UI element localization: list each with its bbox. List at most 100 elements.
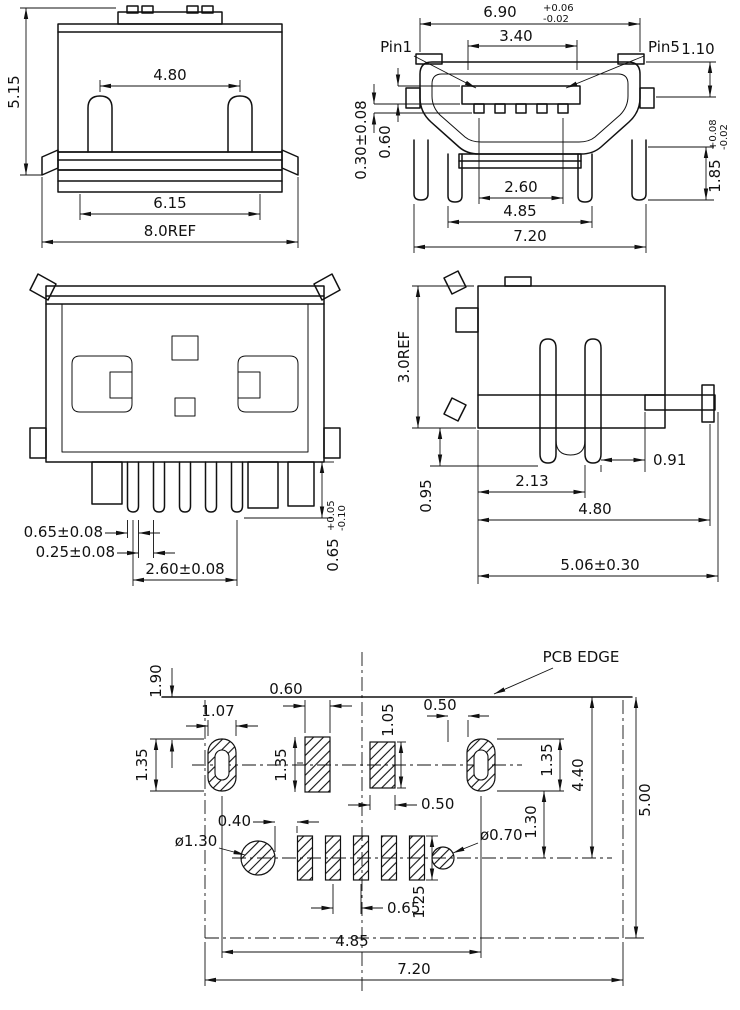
dim-rect-pad-height: 1.35	[272, 748, 290, 781]
dim-overall-depth: 5.06±0.30	[560, 556, 639, 574]
dim-shell-height-tol-dn: -0.02	[719, 124, 730, 150]
pcb-edge-leader	[493, 667, 554, 695]
side-view-part	[443, 270, 716, 464]
bottom-view-dims: 0.65±0.08 0.25±0.08 2.60±0.08 0.65 +0.05…	[24, 461, 348, 586]
terminal-pin-4	[204, 461, 218, 513]
latch-cutout-right	[237, 355, 299, 413]
left-post	[87, 95, 113, 153]
dim-gap-top: 0.50	[423, 696, 456, 714]
hole-left	[240, 840, 276, 876]
hole-right-leader	[452, 842, 479, 854]
dim-leg-span: 4.85	[503, 202, 536, 220]
terminal-pin-5	[230, 461, 244, 513]
dim-pin-length-tol-dn: -0.10	[337, 505, 348, 531]
dim-shell-height-tol-up: +0.08	[708, 119, 719, 150]
signal-pad-1	[296, 835, 314, 881]
pcb-dims: 1.90 1.35 1.07 0.60 1.35 1.05 0.50 1.35	[133, 664, 654, 986]
front-view-part	[405, 53, 655, 203]
signal-pad-3	[352, 835, 370, 881]
side-tab-top	[443, 270, 467, 295]
dim-bottom-pin-span: 2.60±0.08	[145, 560, 224, 578]
tongue	[461, 85, 581, 105]
dim-post-spacing: 4.80	[153, 66, 186, 84]
top-view-part	[41, 5, 299, 193]
dim-oval-height-left: 1.35	[133, 748, 151, 781]
bottom-view-part	[29, 273, 341, 513]
smt-foot	[644, 394, 716, 411]
dim-pin-width: 0.65±0.08	[24, 523, 103, 541]
dim-leg-offset: 2.13	[515, 472, 548, 490]
dim-rect-pad2-height: 1.05	[379, 703, 397, 736]
dim-hole-left-dia: ø1.30	[175, 832, 218, 850]
dim-oval-height-right: 1.35	[538, 743, 556, 776]
left-wing	[41, 149, 59, 176]
contact-leg-2	[584, 338, 602, 464]
inner-left-leg	[447, 153, 463, 203]
rear-pin	[701, 384, 715, 423]
dim-oval-width: 1.07	[201, 702, 234, 720]
dim-row-gap: 1.30	[522, 805, 540, 838]
dim-edge-to-outline: 5.00	[636, 783, 654, 816]
pcb-edge-label: PCB EDGE	[543, 648, 620, 666]
side-view: 3.0REF 0.95 2.13 0.91 4.80 5.06±0.30	[395, 270, 719, 584]
side-view-dims: 3.0REF 0.95 2.13 0.91 4.80 5.06±0.30	[395, 285, 719, 584]
dim-hole-gap: 0.40	[218, 812, 251, 830]
pin1-label: Pin1	[380, 38, 412, 56]
pin1-leader	[413, 55, 477, 89]
dim-depth-to-pin: 4.80	[578, 500, 611, 518]
dim-hole-right-dia: ø0.70	[480, 826, 523, 844]
terminal-pin-1	[126, 461, 140, 513]
dim-shell-width: 6.90	[483, 3, 516, 21]
dim-inner-width: 6.15	[153, 194, 186, 212]
terminal-pin-2	[152, 461, 166, 513]
dim-pin-length-group: 0.65 +0.05 -0.10	[324, 500, 348, 571]
dim-outline-width: 7.20	[397, 960, 430, 978]
dim-shell-height: 1.85	[706, 159, 724, 192]
dim-body-height: 3.0REF	[395, 331, 413, 383]
dim-pin-height: 0.60	[376, 125, 394, 158]
dim-pin-span: 2.60	[504, 178, 537, 196]
right-post	[227, 95, 253, 153]
u-pocket	[555, 427, 586, 456]
dim-overall-height: 5.15	[5, 75, 23, 108]
dim-overall-width: 8.0REF	[144, 222, 196, 240]
dim-pad2-width: 0.50	[421, 795, 454, 813]
dim-front-overall-width: 7.20	[513, 227, 546, 245]
latch-cutout-left	[71, 355, 133, 413]
corner-tab-right	[313, 273, 341, 301]
front-view-dims: 6.90 +0.06 -0.02 3.40 Pin1 Pin5 1.10 0.3…	[352, 3, 730, 253]
dim-pad-height: 1.25	[410, 885, 428, 918]
dim-edge-to-pad: 1.90	[147, 664, 165, 697]
dim-pin-length: 0.65	[324, 538, 342, 571]
pcb-pads	[207, 736, 496, 881]
top-view-dims: 5.15 4.80 6.15 8.0REF	[5, 7, 299, 248]
inner-right-leg	[577, 153, 593, 203]
pin5-label: Pin5	[648, 38, 680, 56]
dim-top-offset: 1.10	[681, 40, 714, 58]
dim-pin-length-tol-up: +0.05	[326, 500, 337, 531]
hole-right	[431, 846, 455, 870]
signal-pad-5	[408, 835, 426, 881]
outer-right-leg	[631, 139, 647, 201]
corner-tab-left	[29, 273, 57, 301]
dim-opening-width: 3.40	[499, 27, 532, 45]
dim-pin-offset: 0.30±0.08	[352, 100, 370, 179]
hole-left-leader	[218, 847, 246, 856]
dim-edge-to-row2: 4.40	[569, 758, 587, 791]
signal-pad-2	[324, 835, 342, 881]
rect-pad-right	[369, 741, 396, 789]
contact-leg-1	[539, 338, 557, 464]
signal-pad-4	[380, 835, 398, 881]
dim-pad-pitch: 0.65	[387, 899, 420, 917]
dim-pin-gap: 0.25±0.08	[36, 543, 115, 561]
pin5-leader	[565, 55, 645, 89]
dim-hole-span: 4.85	[335, 932, 368, 950]
dim-foot-gap: 0.91	[653, 451, 686, 469]
dim-shell-height-group: 1.85 +0.08 -0.02	[706, 119, 730, 192]
bottom-view: 0.65±0.08 0.25±0.08 2.60±0.08 0.65 +0.05…	[24, 273, 348, 586]
terminal-pin-3	[178, 461, 192, 513]
side-tab-bottom	[443, 397, 467, 422]
dim-leg-height: 0.95	[417, 479, 435, 512]
